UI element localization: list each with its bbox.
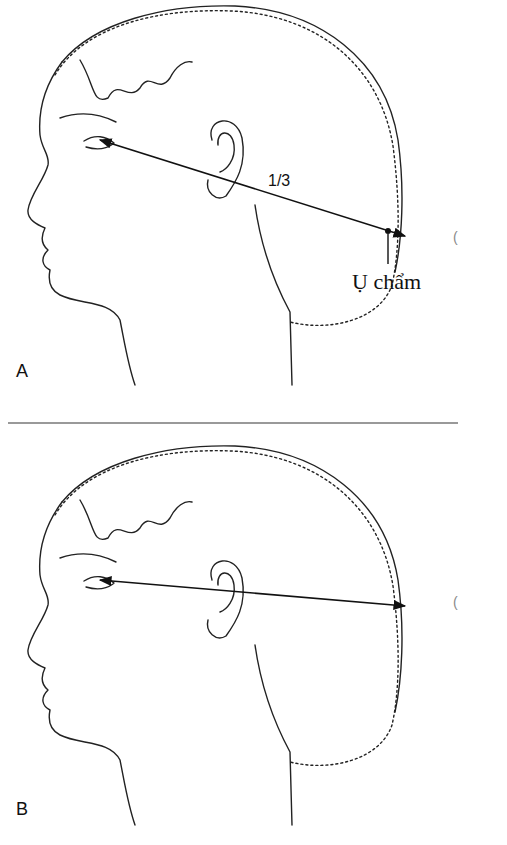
panel-letter: A (16, 362, 28, 382)
occiput-dot (385, 228, 391, 234)
panel-letter: B (16, 800, 28, 820)
edge-mark: ( (453, 595, 458, 610)
measure-arrow (100, 580, 405, 606)
separator (8, 422, 458, 424)
edge-mark: ( (453, 230, 458, 245)
fraction-label: 1/3 (266, 172, 292, 190)
head-a (28, 6, 402, 385)
head-b (28, 446, 402, 825)
anatomy-label: Ụ chẩm (352, 270, 421, 294)
leader-line (387, 234, 388, 264)
measure-arrow (100, 140, 405, 236)
